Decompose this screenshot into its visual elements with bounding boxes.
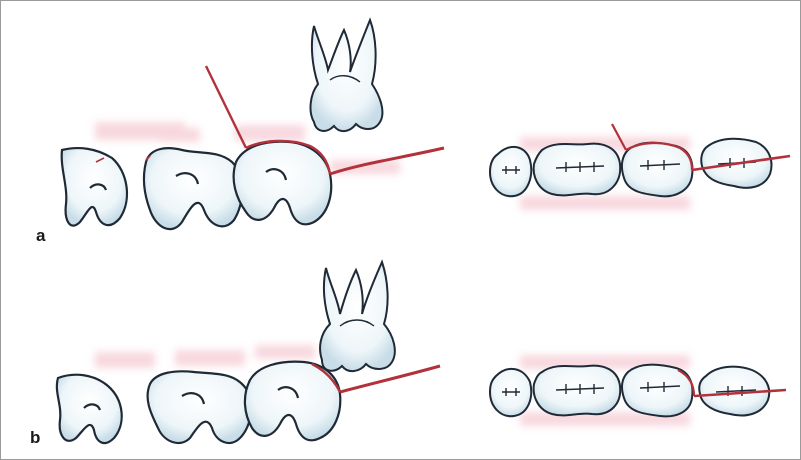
panel-a-floating-tooth (311, 20, 383, 131)
panel-a-occlusal-tooth-3 (622, 143, 693, 197)
panel-a-occlusal-tooth-1 (490, 147, 531, 196)
panel-a-occlusal-tooth-2 (534, 144, 621, 196)
panel-b-occlusal-view-teeth (490, 365, 769, 417)
panel-a-cusp-line (206, 66, 246, 148)
panel-a-side-view-teeth (62, 142, 332, 230)
panel-label-b: b (30, 428, 40, 448)
panel-b-side-tooth-1 (57, 375, 122, 443)
panel-b-side-view-teeth (57, 362, 340, 443)
panel-b-occlusal-tooth-2 (534, 366, 621, 416)
panel-b-floating-tooth (320, 262, 395, 371)
panel-a-side-tooth-3 (234, 142, 332, 225)
panel-a-side-tooth-1 (62, 148, 127, 226)
panel-a-side-tooth-2 (144, 148, 242, 229)
panel-b (57, 262, 786, 443)
panel-label-a: a (36, 226, 45, 246)
panel-a (62, 20, 790, 229)
panel-b-side-tooth-2 (148, 371, 252, 443)
